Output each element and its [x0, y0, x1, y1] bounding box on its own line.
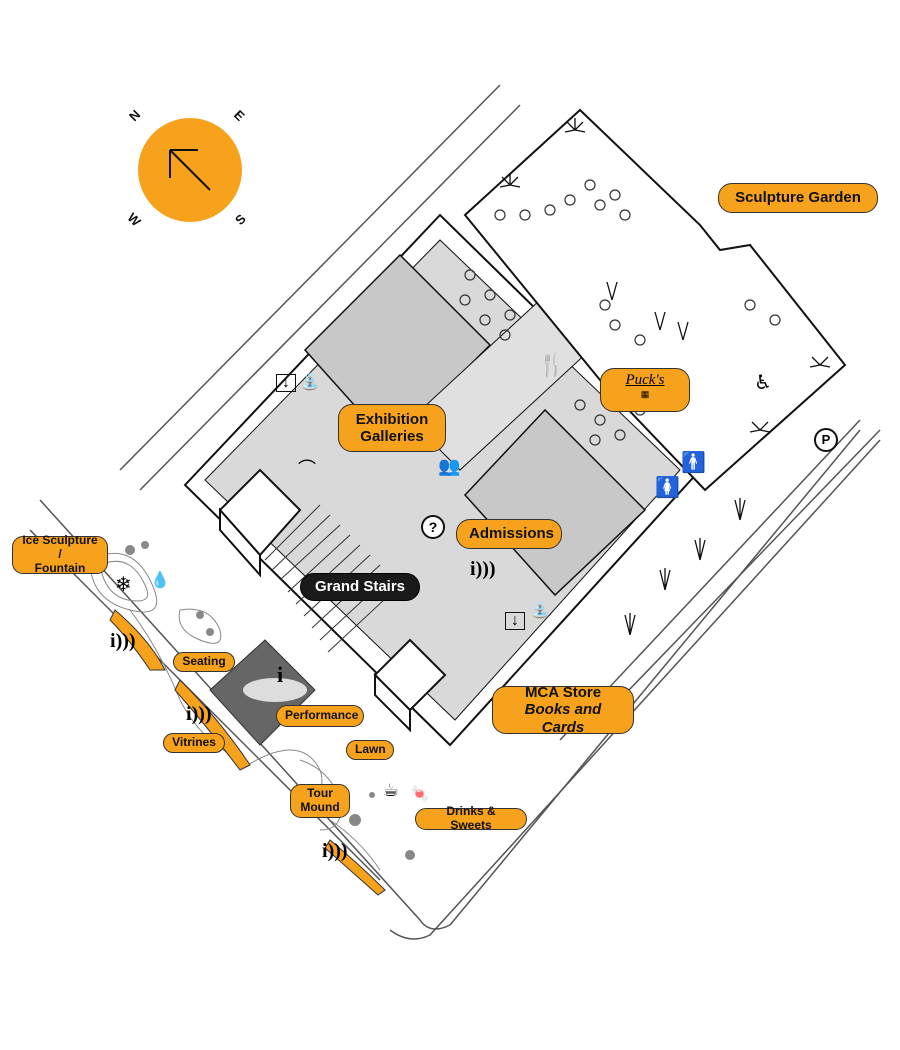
pucks-text: Puck's	[625, 372, 665, 388]
admissions-text: Admissions	[469, 525, 555, 543]
mound-text: Mound	[300, 800, 340, 814]
garden-plants	[499, 118, 831, 636]
restroom-men-icon: 🚹	[681, 452, 706, 474]
sculpture-garden-label[interactable]: Sculpture Garden	[718, 183, 878, 213]
parking-letter: P	[821, 432, 831, 447]
tower-blocks	[218, 468, 447, 733]
info-letter: i	[470, 558, 476, 580]
fountain-text: Fountain	[34, 560, 86, 575]
pucks-logo-icon: ▦	[640, 389, 650, 399]
water-store-icon: ⛲	[530, 602, 550, 619]
mca-store-text: MCA Store	[524, 684, 602, 702]
garden-tables	[459, 179, 781, 446]
tour-text: Tour	[307, 786, 333, 801]
water-drop-icon: 💧	[150, 572, 170, 589]
wheelchair-icon: ♿	[754, 372, 772, 394]
plaza-strips	[109, 609, 386, 896]
coat-check-icon: ⌒	[298, 459, 316, 479]
coffee-cup-icon: ☕	[383, 780, 400, 800]
drinks-sweets-label[interactable]: Drinks & Sweets	[415, 804, 527, 832]
grand-stairs-label[interactable]: Grand Stairs	[300, 573, 420, 601]
performance-label[interactable]: Performance	[276, 705, 364, 727]
ice-sculpture-text: Ice Sculpture /	[22, 533, 98, 562]
drinks-sweets-text: Drinks & Sweets	[446, 804, 496, 832]
parking-icon[interactable]: P	[814, 428, 838, 452]
grand-stairs-text: Grand Stairs	[314, 578, 406, 596]
elevator-fountain-icon: ↓	[276, 374, 296, 392]
mca-store-label[interactable]: MCA Store Books and Cards	[492, 684, 634, 736]
pucks-label[interactable]: Puck's ▦	[600, 368, 690, 412]
elevator-store-icon: ↓	[505, 612, 525, 630]
dining-icon: 🍴	[538, 352, 566, 377]
info-audio-icon-fountain[interactable]: i)))	[110, 630, 136, 652]
vitrines-text: Vitrines	[172, 735, 216, 750]
exhibition-galleries-label[interactable]: Exhibition Galleries	[338, 404, 446, 452]
question-mark: ?	[428, 519, 438, 535]
galleries-text: Galleries	[360, 428, 424, 445]
info-audio-icon-mound[interactable]: i)))	[322, 840, 348, 862]
lawn-text: Lawn	[355, 742, 386, 757]
info-letter: i	[186, 703, 192, 725]
ice-sculpture-icon: ❄	[115, 574, 132, 596]
plaza-dots	[125, 541, 415, 860]
admissions-label[interactable]: Admissions	[456, 519, 562, 549]
water-fountain-icon: ⛲	[300, 374, 320, 391]
info-letter: i	[110, 630, 116, 652]
sculpture-garden-text: Sculpture Garden	[735, 189, 861, 207]
lawn-label[interactable]: Lawn	[346, 740, 394, 760]
performance-text: Performance	[285, 708, 359, 723]
performance-spot	[243, 678, 307, 702]
info-letter: i	[277, 662, 284, 687]
seating-label[interactable]: Seating	[173, 652, 235, 672]
exhibition-text: Exhibition	[355, 410, 429, 428]
vitrines-label[interactable]: Vitrines	[163, 733, 225, 753]
restroom-women-icon: 🚺	[655, 477, 680, 499]
garden-wing	[463, 108, 847, 492]
group-icon: 👥	[438, 456, 461, 476]
compass	[138, 118, 242, 222]
info-performance-icon[interactable]: i	[277, 662, 283, 688]
building	[183, 213, 702, 747]
books-cards-text: Books and Cards	[524, 701, 602, 736]
info-audio-icon-vitrines[interactable]: i)))	[186, 703, 212, 725]
candy-icon: 🍬	[410, 786, 430, 803]
question-icon[interactable]: ?	[421, 515, 445, 539]
tour-mound-label[interactable]: Tour Mound	[290, 784, 350, 818]
info-audio-icon-admissions[interactable]: i)))	[470, 558, 496, 580]
info-letter: i	[322, 840, 328, 862]
ice-sculpture-label[interactable]: Ice Sculpture / Fountain	[12, 533, 108, 575]
compass-arrow-icon	[169, 149, 211, 191]
seating-text: Seating	[182, 654, 226, 669]
